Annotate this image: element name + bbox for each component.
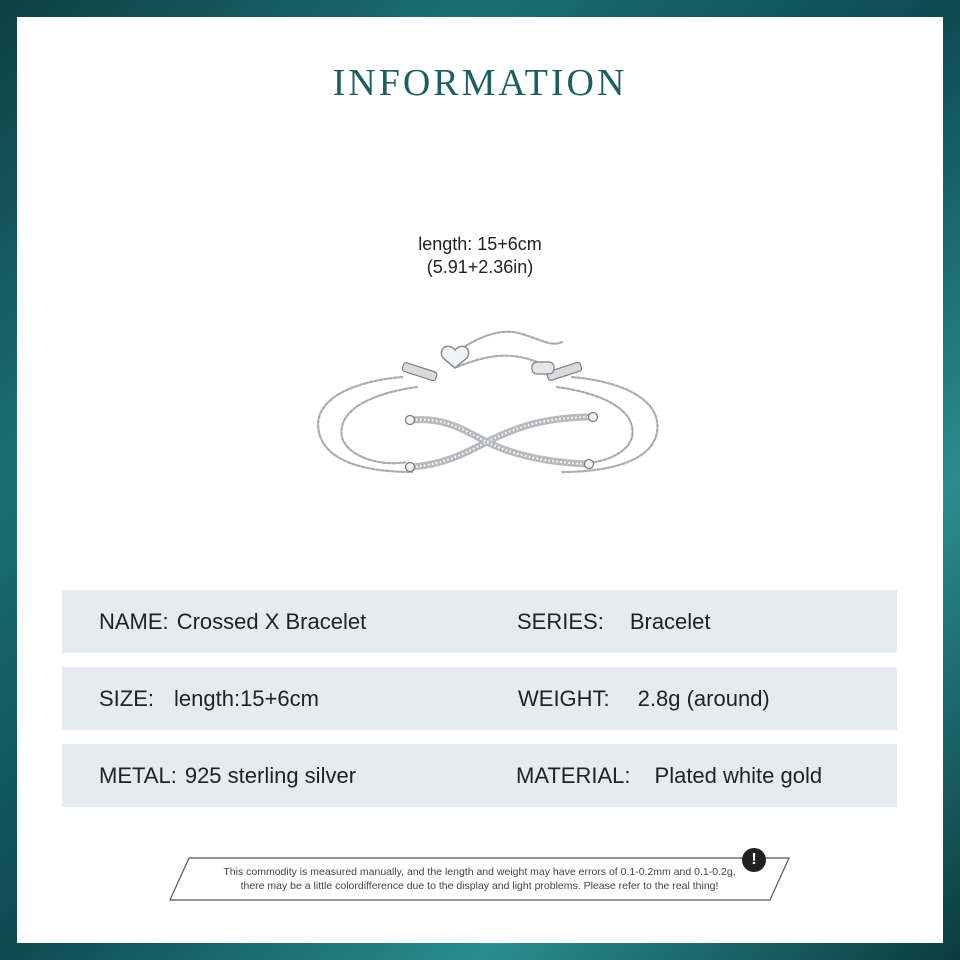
size-field: SIZE: length:15+6cm [99, 667, 319, 730]
notice-text: This commodity is measured manually, and… [187, 865, 772, 893]
name-value: Crossed X Bracelet [176, 609, 367, 634]
size-value: length:15+6cm [174, 686, 319, 711]
material-label: MATERIAL: [516, 763, 631, 788]
weight-value: 2.8g (around) [637, 686, 770, 711]
exclamation-icon: ! [742, 848, 766, 872]
metal-label: METAL: [99, 763, 177, 788]
series-label: SERIES: [517, 609, 604, 634]
length-line-cm: length: 15+6cm [418, 234, 542, 254]
notice-line-2: there may be a little colordifference du… [240, 880, 719, 892]
heart-charm [440, 345, 470, 369]
info-row-metal: METAL: 925 sterling silver MATERIAL: Plate… [62, 744, 897, 807]
notice-line-1: This commodity is measured manually, and… [223, 866, 736, 878]
metal-field: METAL: 925 sterling silver [99, 744, 356, 807]
info-row-size: SIZE: length:15+6cm WEIGHT: 2.8g (around) [62, 667, 897, 730]
size-label: SIZE: [99, 686, 155, 711]
series-value: Bracelet [629, 609, 711, 634]
name-label: NAME: [99, 609, 169, 634]
info-row-name: NAME: Crossed X Bracelet SERIES: Bracelet [62, 590, 897, 653]
weight-field: WEIGHT: 2.8g (around) [518, 667, 770, 730]
length-line-in: (5.91+2.36in) [426, 257, 534, 277]
material-value: Plated white gold [654, 763, 823, 788]
material-field: MATERIAL: Plated white gold [516, 744, 822, 807]
info-card: INFORMATION length: 15+6cm (5.91+2.36in) [17, 17, 943, 943]
metal-value: 925 sterling silver [184, 763, 357, 788]
weight-label: WEIGHT: [518, 686, 610, 711]
disclaimer-notice: This commodity is measured manually, and… [167, 848, 792, 901]
name-field: NAME: Crossed X Bracelet [99, 590, 366, 653]
notice-border [169, 857, 790, 901]
length-note: length: 15+6cm (5.91+2.36in) [17, 233, 943, 279]
bracelet-image [317, 330, 659, 474]
series-field: SERIES: Bracelet [517, 590, 711, 653]
page-title: INFORMATION [332, 62, 628, 104]
